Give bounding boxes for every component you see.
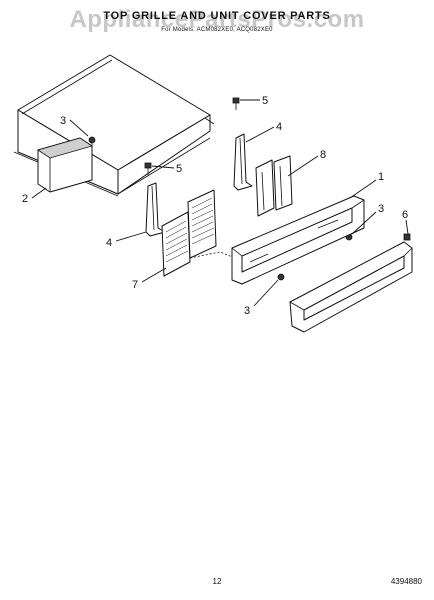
watermark-text: AppliancePartsPros.com <box>69 6 365 33</box>
svg-text:4: 4 <box>106 237 112 249</box>
callout-3-top: 3 <box>60 115 89 137</box>
callout-group: 1 2 3 3 3 4 4 <box>22 95 409 317</box>
svg-text:8: 8 <box>320 149 326 161</box>
svg-text:4: 4 <box>276 121 282 133</box>
model-subtitle: For Models: ACM082XE0, ACQ082XE0 <box>161 27 273 33</box>
svg-text:7: 7 <box>132 279 138 291</box>
bracket-right-part <box>233 133 253 191</box>
svg-text:2: 2 <box>22 193 28 205</box>
control-box-part <box>37 137 93 193</box>
callout-1: 1 <box>349 171 384 199</box>
svg-text:3: 3 <box>378 203 384 215</box>
svg-text:3: 3 <box>60 115 66 127</box>
louver-grille-part <box>161 189 241 277</box>
callout-4-right: 4 <box>245 121 282 143</box>
document-number: 4394880 <box>390 577 422 586</box>
screw-bottom <box>277 273 285 281</box>
unit-cover-part <box>13 54 215 197</box>
callout-6: 6 <box>402 209 409 235</box>
page-title: TOP GRILLE AND UNIT COVER PARTS <box>103 10 331 22</box>
callout-3-bottom: 3 <box>244 279 279 317</box>
front-grille-part <box>289 233 413 333</box>
callout-4-left: 4 <box>106 231 147 249</box>
screw-mid <box>144 162 152 175</box>
screw-upper-left <box>88 136 96 150</box>
svg-text:5: 5 <box>176 163 182 175</box>
page-number: 12 <box>212 577 222 586</box>
svg-text:1: 1 <box>378 171 384 183</box>
front-frame-part <box>231 195 365 285</box>
callout-5-top: 5 <box>240 95 268 107</box>
callout-8: 8 <box>287 149 326 177</box>
screw-top-right <box>232 97 240 110</box>
callout-2: 2 <box>22 187 47 205</box>
svg-text:5: 5 <box>262 95 268 107</box>
svg-text:6: 6 <box>402 209 408 221</box>
filter-piece-part <box>255 155 293 217</box>
svg-text:3: 3 <box>244 305 250 317</box>
callout-7: 7 <box>132 267 167 291</box>
callout-3-right: 3 <box>351 203 384 235</box>
callout-5-mid: 5 <box>151 163 182 175</box>
